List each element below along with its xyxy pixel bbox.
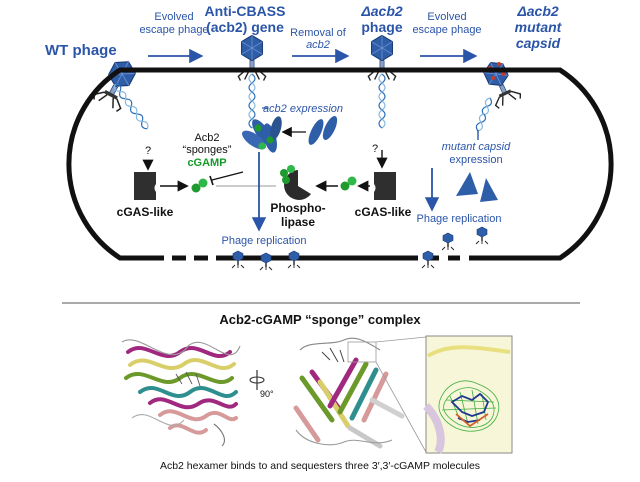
zoom-region-box: [347, 341, 377, 363]
mutant-capsid-phage-icon: [477, 56, 523, 110]
delta-mutant-label-1: Δacb2: [516, 3, 559, 19]
anti-cbass-label-1: Anti-CBASS: [205, 3, 286, 19]
mutant-phage-dna: [474, 96, 494, 133]
delta-mutant-label-2: mutant: [515, 19, 563, 35]
acb2-expression-label: acb2 expression: [263, 103, 343, 115]
wt-phage-label: WT phage: [45, 42, 117, 59]
cgamp-bound-icon: [280, 165, 295, 184]
delta-acb2-label-2: phage: [361, 19, 402, 35]
released-phages-right: [421, 226, 489, 269]
anti-cbass-label-2: (acb2) gene: [206, 19, 284, 35]
acb2-sponges-label-1: Acb2: [194, 132, 219, 144]
cgas-like-left-icon: [134, 172, 156, 200]
removal-label-1: Removal of: [290, 27, 347, 39]
rotation-symbol-icon: [249, 370, 265, 390]
cgas-like-right-icon: [374, 172, 396, 200]
phage-replication-right-label: Phage replication: [416, 213, 501, 225]
delta-mutant-label-3: capsid: [516, 35, 561, 51]
hexamer-structure-right-image: [293, 336, 427, 453]
acb2-sponges-label-2: “sponges”: [183, 144, 232, 156]
acb2-sponge-complex-icon: [242, 116, 282, 153]
bacterial-cell-outline: [66, 67, 614, 261]
capsid-protein-icon: [456, 172, 498, 202]
evolved-escape-label-2b: escape phage: [412, 24, 481, 36]
mutant-capsid-label-2: expression: [449, 154, 502, 166]
inhibition-line: [209, 171, 244, 186]
evolved-escape-label-1b: escape phage: [139, 24, 208, 36]
anti-cbass-phage-icon: [237, 34, 267, 82]
phospholipase-icon: [284, 170, 311, 200]
wt-dna: [111, 81, 151, 132]
acb2-expression-text: acb2 expression: [263, 103, 343, 115]
removal-label-2: acb2: [306, 39, 330, 51]
mutant-capsid-label-1: mutant capsid: [442, 141, 511, 153]
cgas-like-left-label: cGAS-like: [117, 205, 174, 219]
delta-acb2-dna: [378, 73, 386, 129]
evolved-escape-label-2a: Evolved: [427, 11, 466, 23]
question-mark-left: ?: [145, 145, 151, 157]
phospholipase-label-1: Phospho-: [270, 201, 325, 215]
acb2-monomers-icon: [308, 116, 338, 145]
cgamp-right-icon: [340, 176, 357, 191]
delta-acb2-label-1: Δacb2: [360, 3, 403, 19]
phospholipase-label-2: lipase: [281, 215, 315, 229]
delta-acb2-phage-icon: [367, 34, 397, 82]
structure-caption: Acb2 hexamer binds to and sequesters thr…: [160, 460, 480, 472]
question-mark-right: ?: [372, 143, 378, 155]
rotation-label: 90°: [260, 389, 274, 399]
electron-density-inset-image: [423, 335, 513, 454]
cgas-like-right-label: cGAS-like: [355, 205, 412, 219]
cgamp-left-icon: [191, 178, 208, 193]
phage-replication-left-label: Phage replication: [221, 235, 306, 247]
acb2-sponges-label-3: cGAMP: [187, 157, 226, 169]
structure-title: Acb2-cGAMP “sponge” complex: [219, 312, 421, 327]
hexamer-structure-left-image: [121, 339, 241, 447]
evolved-escape-label-1a: Evolved: [154, 11, 193, 23]
